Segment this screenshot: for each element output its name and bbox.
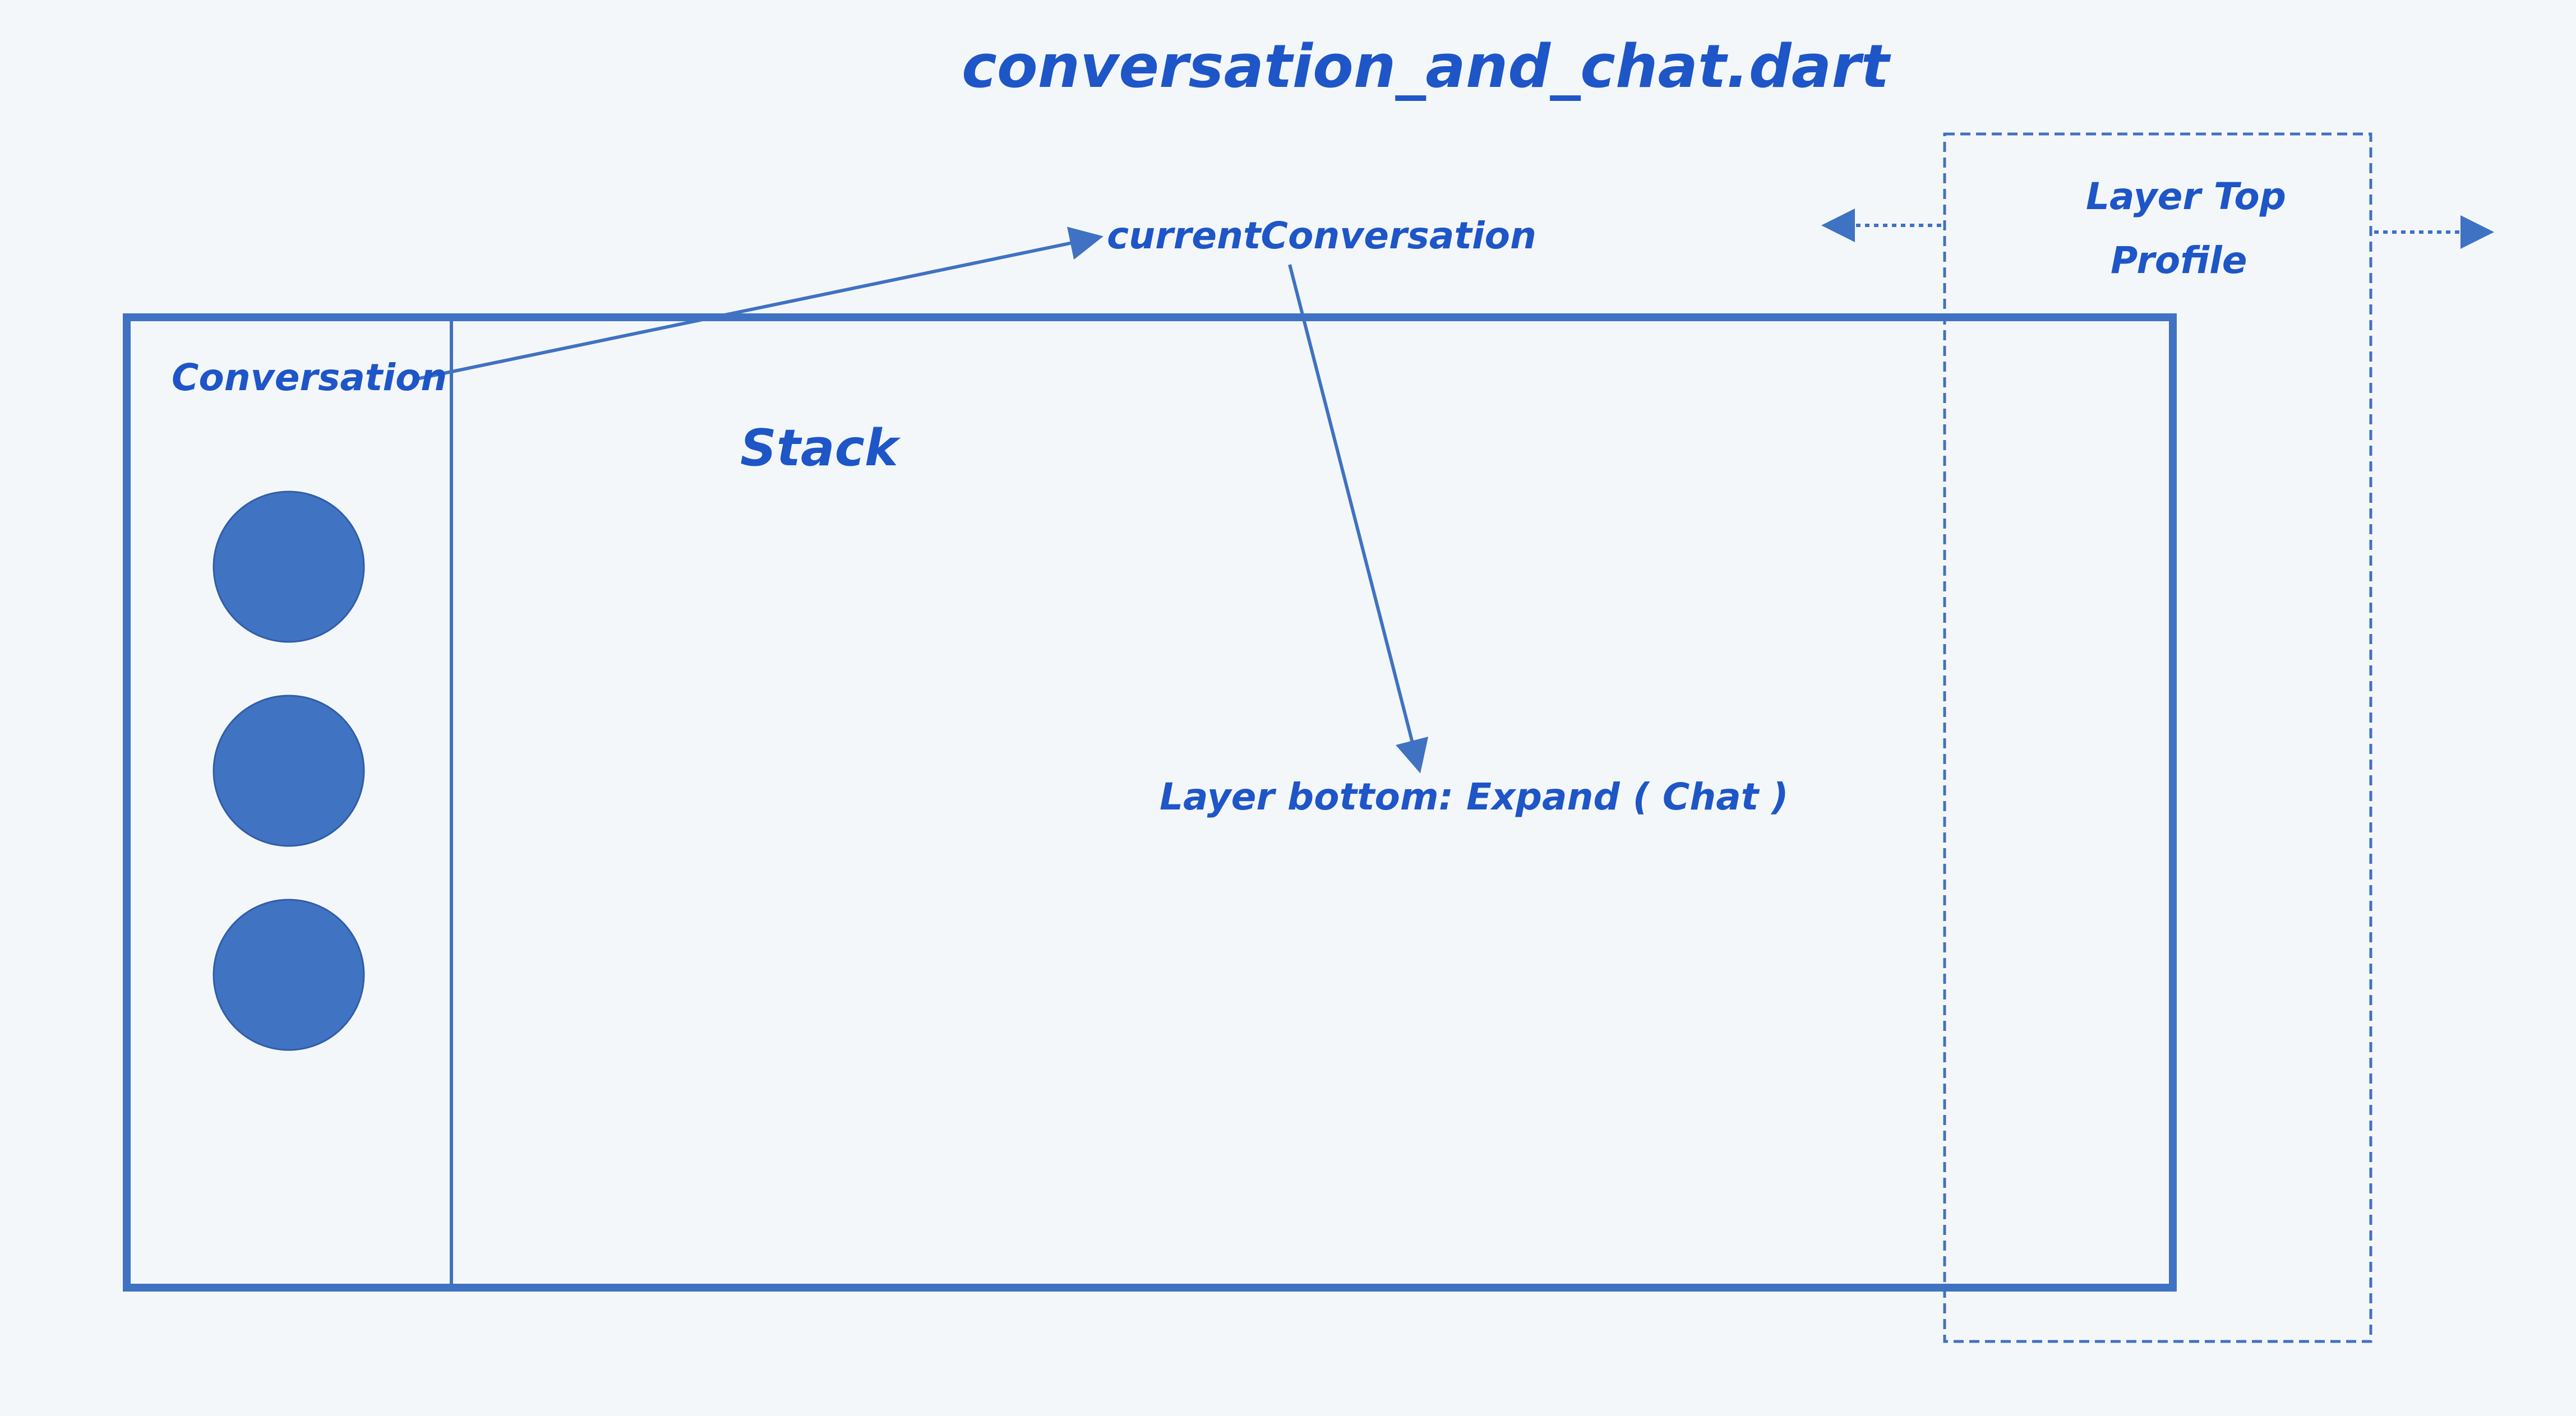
diagram-title: conversation_and_chat.dart [962,32,1890,101]
stack-frame [123,313,2177,1292]
layer-top-profile-box [1943,132,2372,1343]
conversation-avatars [213,490,365,1051]
conversation-label: Conversation [172,356,447,399]
connection-arrows [416,209,2494,774]
layer-bottom-label: Layer bottom: Expand ( Chat ) [1160,775,1789,818]
current-conversation-label: currentConversation [1107,214,1536,257]
stack-label: Stack [740,419,898,478]
layer-top-label: Layer Top [2086,175,2286,218]
profile-label: Profile [2111,239,2247,282]
